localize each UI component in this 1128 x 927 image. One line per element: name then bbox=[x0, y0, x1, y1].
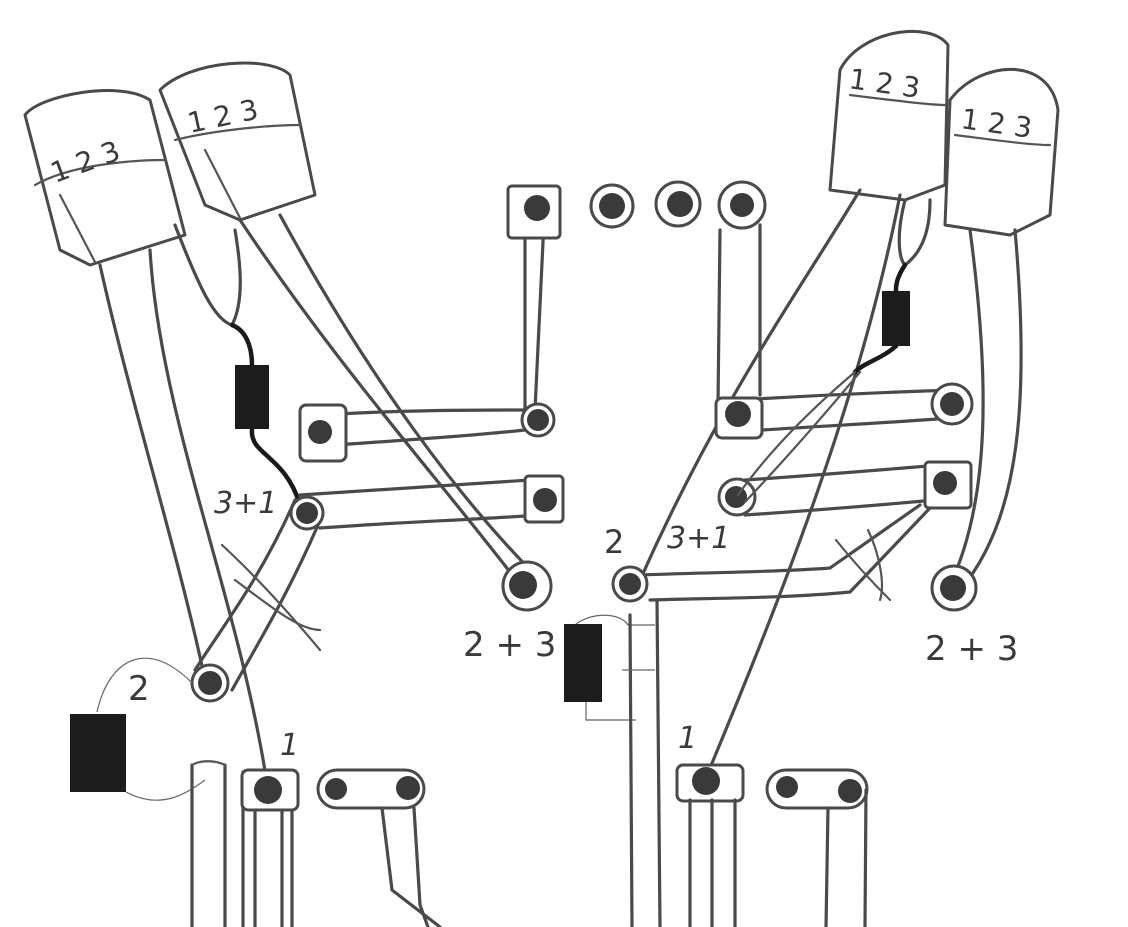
left-diag-1 bbox=[193, 498, 297, 672]
right-half: 1 2 3 1 2 3 bbox=[564, 29, 1060, 927]
right-wire-bottom bbox=[852, 343, 899, 375]
left-resistor-bottom bbox=[70, 714, 126, 792]
left-rail-middle bbox=[298, 478, 532, 497]
potentiometer-right-b: 1 2 3 bbox=[943, 67, 1060, 237]
label-right-two-plus-three: 2 + 3 bbox=[925, 629, 1018, 669]
potentiometer-left-a: 1 2 3 bbox=[23, 89, 187, 267]
right-resistor-top bbox=[882, 291, 910, 346]
right-trace-3 bbox=[948, 228, 985, 587]
center-top-pads bbox=[589, 180, 767, 230]
left-half: 1 2 3 1 2 3 bbox=[23, 61, 565, 927]
left-rail-upper bbox=[318, 198, 547, 417]
right-trace-fork bbox=[897, 198, 932, 267]
left-resistor-top bbox=[235, 365, 269, 429]
left-hairline-top bbox=[96, 657, 193, 713]
left-trace-pot-a bbox=[98, 263, 207, 682]
right-trace-4 bbox=[958, 228, 1023, 592]
left-trace-pot-a-2 bbox=[148, 248, 270, 792]
right-wire-top bbox=[893, 262, 908, 295]
left-cross-2 bbox=[233, 578, 322, 632]
potentiometer-left-b: 1 2 3 bbox=[158, 61, 317, 222]
label-right-three-plus-one: 3+1 bbox=[667, 521, 730, 556]
left-wire-bottom bbox=[249, 427, 303, 508]
label-right-two: 2 bbox=[604, 523, 624, 561]
left-trace-pot-fork bbox=[173, 223, 242, 327]
label-right-one: 1 bbox=[678, 721, 697, 756]
label-left-two-plus-three: 2 + 3 bbox=[463, 625, 556, 665]
label-left-three-plus-one: 3+1 bbox=[214, 486, 277, 521]
left-trace-pot-b-1 bbox=[238, 218, 522, 587]
left-wire-top bbox=[229, 322, 255, 368]
label-left-two: 2 bbox=[128, 669, 150, 709]
right-trace-2 bbox=[703, 193, 902, 782]
left-hairline-bottom bbox=[125, 779, 206, 801]
right-trace-1 bbox=[638, 188, 862, 582]
left-rail-middle-2 bbox=[318, 513, 542, 530]
left-diag-2 bbox=[230, 523, 320, 692]
left-rail-upper-2 bbox=[333, 213, 527, 447]
left-trace-pot-b-2 bbox=[278, 213, 542, 582]
right-resistor-middle bbox=[564, 624, 602, 702]
potentiometer-right-a: 1 2 3 bbox=[828, 29, 950, 202]
left-cross-1 bbox=[220, 543, 322, 652]
label-left-one: 1 bbox=[280, 728, 299, 763]
